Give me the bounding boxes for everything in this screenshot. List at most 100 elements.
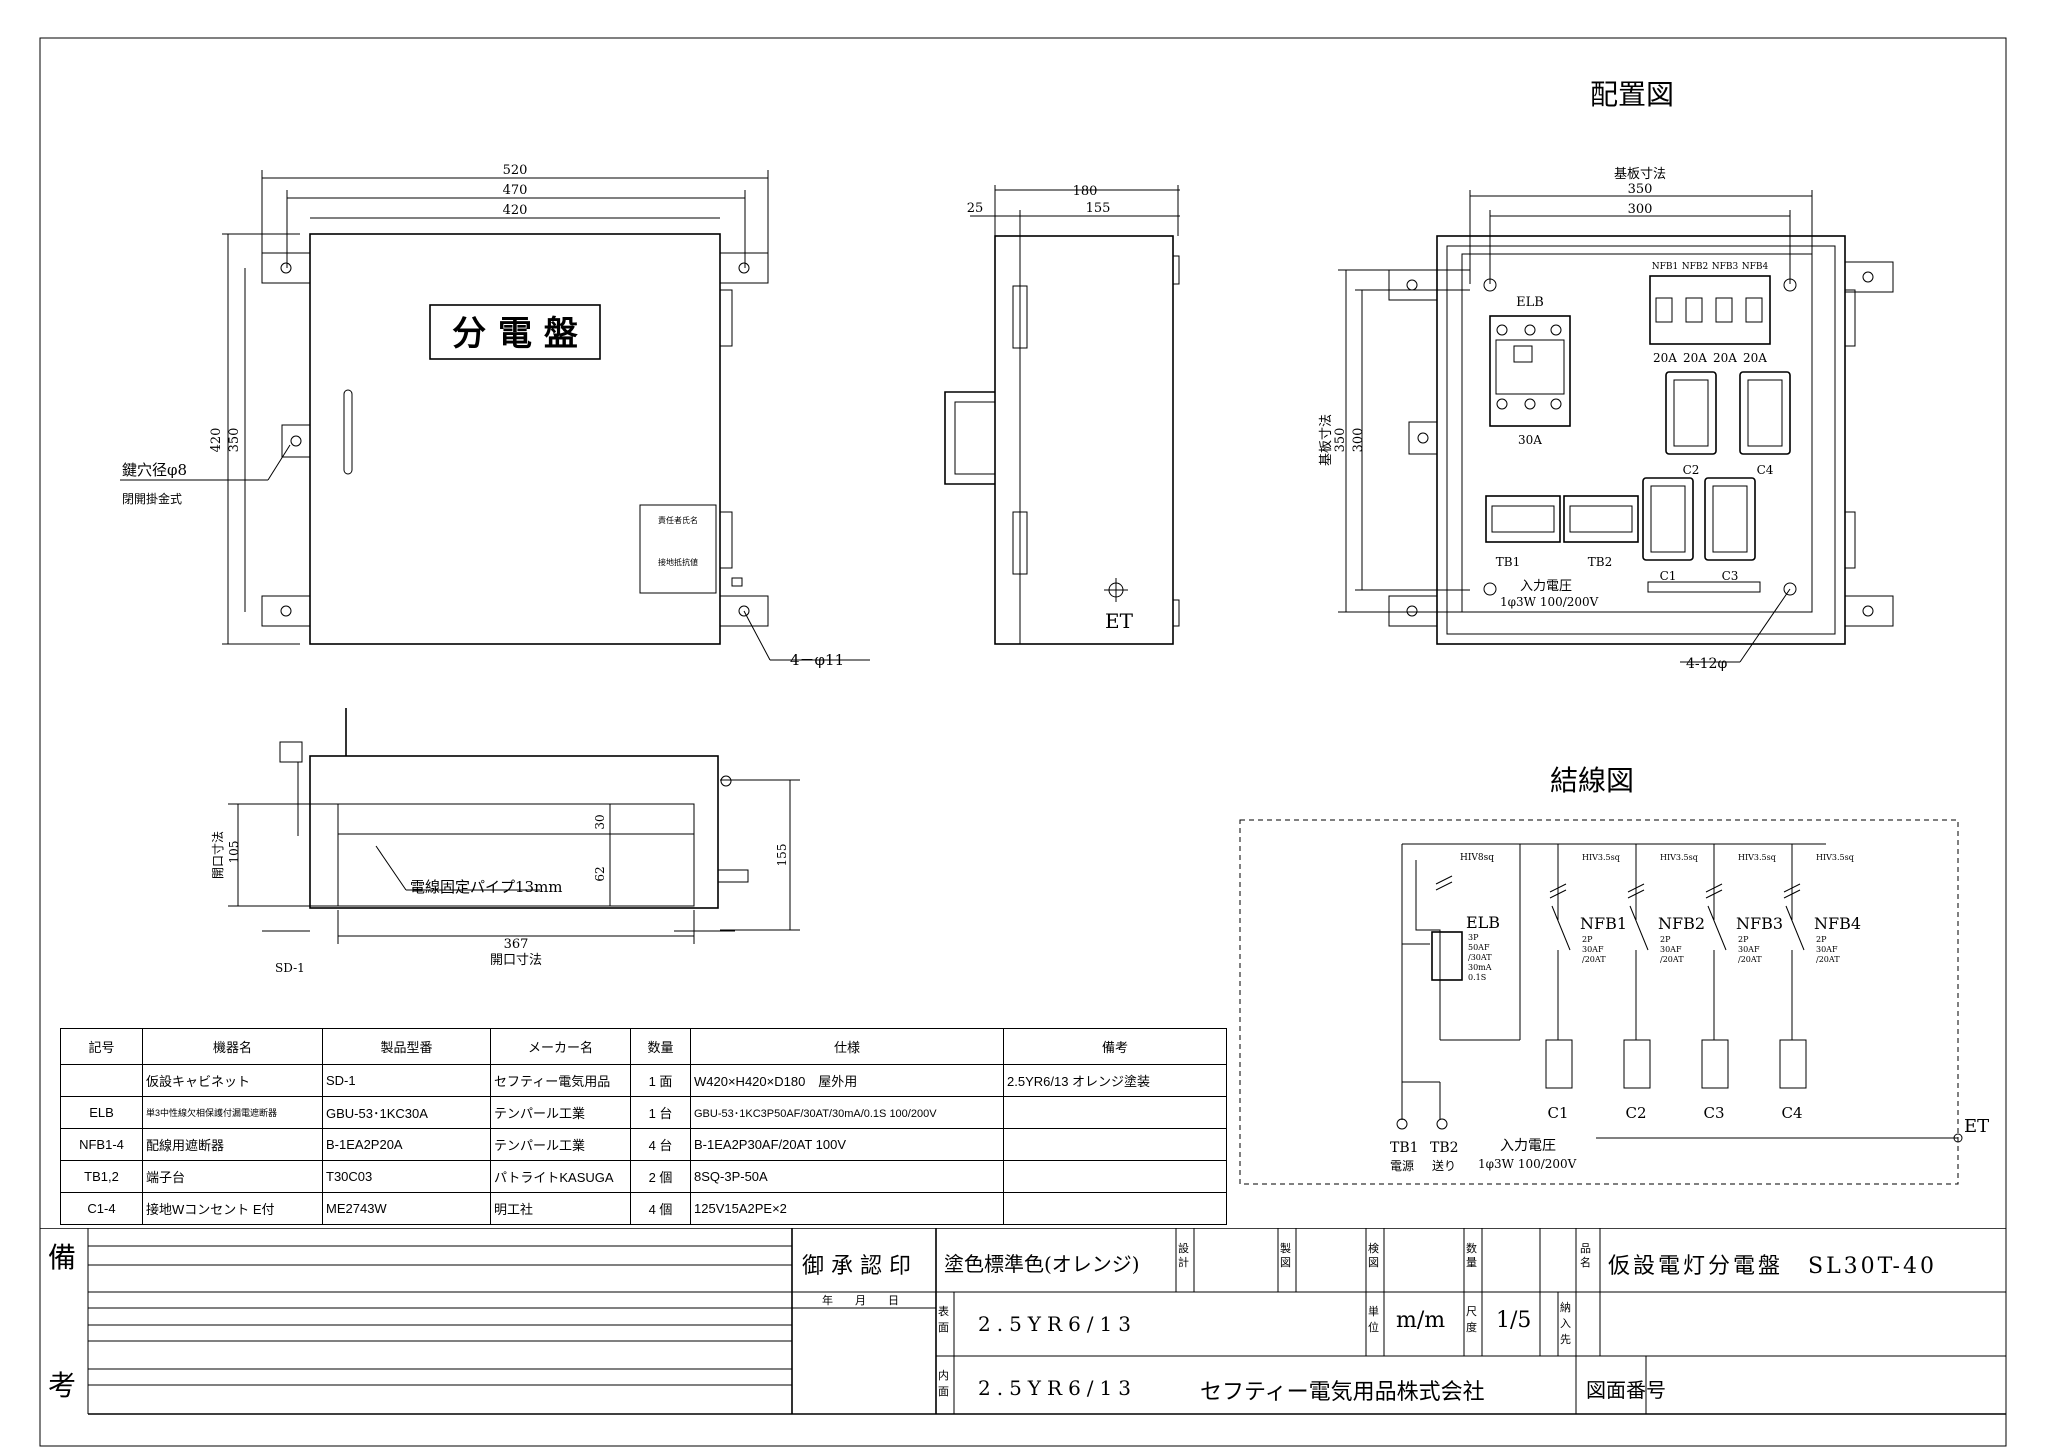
cell-remarks: 2.5YR6/13 オレンジ塗装 [1003, 1064, 1227, 1097]
title-block-grid [40, 1228, 2006, 1446]
bottom-dim-30: 30 [593, 814, 607, 829]
layout-dim-350: 350 [1628, 182, 1653, 197]
remarks-label-top: 備 [48, 1241, 77, 1274]
front-view: 520 470 420 420 350 分 電 盤 責任者氏名 接地抵 [120, 163, 870, 669]
layout-title: 配置図 [1590, 78, 1674, 111]
wiring-et-label: ET [1964, 1116, 1989, 1137]
side-dim-180: 180 [1073, 184, 1098, 199]
approval-stamp-label: 御 承 認 印 [802, 1254, 911, 1279]
side-et-label: ET [1105, 609, 1134, 633]
bottom-dim-155: 155 [775, 844, 789, 867]
layout-dim-350v: 350 [1333, 428, 1348, 453]
dim-420v: 420 [209, 428, 224, 453]
nfb-branch-3: NFB3 2P 30AF /20AT HIV3.5sq C3 [1701, 844, 1783, 1122]
wiring-tb2: TB2 [1430, 1140, 1459, 1156]
cell-device-name: 仮設キャビネット [142, 1064, 323, 1097]
surface-color: 2.5YR6/13 [978, 1312, 1137, 1336]
layout-tb1: TB1 [1496, 555, 1520, 569]
design-label: 設計 [1178, 1242, 1189, 1269]
cell-symbol: ELB [60, 1096, 143, 1129]
cell-device-name: 単3中性線欠相保護付漏電遮断器 [142, 1096, 323, 1129]
surface-label: 表面 [938, 1305, 949, 1334]
bottom-dim-62: 62 [593, 866, 607, 881]
company-name: セフティー電気用品株式会社 [1200, 1380, 1485, 1405]
board-dim-label: 基板寸法 [1614, 167, 1666, 182]
wiring-nfb-label-1: NFB1 [1580, 914, 1627, 933]
wiring-title: 結線図 [1550, 764, 1634, 797]
parts-table-header: 記号 機器名 製品型番 メーカー名 数量 仕様 備考 [60, 1028, 1227, 1065]
table-row: NFB1-4 配線用遮断器 B-1EA2P20A テンパール工業 4 台 B-1… [60, 1128, 1227, 1161]
layout-cabinet [1436, 235, 1846, 645]
header-spec: 仕様 [690, 1028, 1004, 1065]
wiring-nfb3-spec-3: /20AT [1738, 955, 1762, 964]
wiring-outlet-c1: C1 [1547, 1104, 1568, 1122]
wiring-nfb3-spec-2: 30AF [1738, 945, 1760, 954]
layout-nfb-rating-4: 20A [1743, 351, 1767, 365]
parts-table: 記号 機器名 製品型番 メーカー名 数量 仕様 備考 仮設キャビネット SD-1… [60, 1028, 1227, 1225]
header-maker: メーカー名 [490, 1028, 631, 1065]
wiring-nfb4-spec-2: 30AF [1816, 945, 1838, 954]
remarks-label-bottom: 考 [48, 1369, 77, 1402]
cell-model: B-1EA2P20A [322, 1128, 491, 1161]
keyhole-label: 鍵穴径φ8 [122, 461, 187, 479]
dim-470: 470 [503, 183, 528, 198]
header-model: 製品型番 [322, 1028, 491, 1065]
nfb-branch-4: NFB4 2P 30AF /20AT HIV3.5sq C4 [1779, 844, 1861, 1122]
cell-maker: テンパール工業 [490, 1128, 631, 1161]
layout-hole-label: 4-12φ [1686, 656, 1727, 672]
delivery-label: 納入先 [1560, 1301, 1571, 1346]
layout-nfb-label-1: NFB1 [1652, 262, 1678, 272]
wiring-nfb4-spec-3: /20AT [1816, 955, 1840, 964]
cell-remarks [1003, 1192, 1227, 1225]
wiring-nfb1-spec-2: 30AF [1582, 945, 1604, 954]
dim-350v: 350 [227, 428, 242, 453]
cell-symbol: TB1,2 [60, 1160, 143, 1193]
layout-dim-300: 300 [1628, 202, 1653, 217]
mount-hole-label: 4－φ11 [790, 651, 844, 669]
cell-model: T30C03 [322, 1160, 491, 1193]
cell-remarks [1003, 1160, 1227, 1193]
layout-outlet-c2: C2 [1683, 463, 1700, 477]
header-remarks: 備考 [1003, 1028, 1227, 1065]
wiring-nfb-label-3: NFB3 [1736, 914, 1783, 933]
wiring-nfb3-spec-1: 2P [1738, 935, 1749, 944]
wiring-nfb-label-4: NFB4 [1814, 914, 1861, 933]
paint-color-label: 塗色標準色(オレンジ) [944, 1252, 1140, 1276]
cabinet-side [994, 235, 1174, 645]
table-row: 仮設キャビネット SD-1 セフティー電気用品 1 面 W420×H420×D1… [60, 1064, 1227, 1097]
cell-qty: 4 台 [630, 1128, 691, 1161]
drafting-label: 製図 [1280, 1242, 1291, 1269]
cell-spec: 8SQ-3P-50A [690, 1160, 1004, 1193]
wiring-main-wire: HIV8sq [1460, 853, 1494, 863]
cell-maker: セフティー電気用品 [490, 1064, 631, 1097]
cell-spec: GBU-53･1KC3P50AF/30AT/30mA/0.1S 100/200V [690, 1096, 1004, 1129]
cell-qty: 1 面 [630, 1064, 691, 1097]
cell-device-name: 配線用遮断器 [142, 1128, 323, 1161]
layout-nfb-label-4: NFB4 [1742, 262, 1769, 272]
layout-nfb-rating-3: 20A [1713, 351, 1737, 365]
inner-color: 2.5YR6/13 [978, 1376, 1137, 1400]
cabinet-front [309, 233, 721, 645]
keyhole-sub: 閉開掛金式 [122, 491, 182, 506]
cell-symbol: C1-4 [60, 1192, 143, 1225]
cell-maker: 明工社 [490, 1192, 631, 1225]
wiring-outlet-c2: C2 [1625, 1104, 1646, 1122]
wiring-nfb-label-2: NFB2 [1658, 914, 1705, 933]
unit-value: m/m [1396, 1308, 1446, 1333]
inner-label: 内面 [938, 1369, 949, 1398]
cell-model: SD-1 [322, 1064, 491, 1097]
wiring-branch-wire-4: HIV3.5sq [1816, 853, 1854, 862]
side-dim-25: 25 [967, 201, 984, 216]
wiring-tb1: TB1 [1390, 1140, 1419, 1156]
cell-remarks [1003, 1128, 1227, 1161]
wiring-nfb2-spec-3: /20AT [1660, 955, 1684, 964]
wiring-tb2-sub: 送り [1432, 1158, 1456, 1173]
table-row: C1-4 接地Wコンセント E付 ME2743W 明工社 4 個 125V15A… [60, 1192, 1227, 1225]
bottom-dim-367: 367 [504, 937, 529, 952]
scale-label: 尺度 [1466, 1305, 1477, 1334]
side-dim-155: 155 [1086, 201, 1111, 216]
header-symbol: 記号 [60, 1028, 143, 1065]
cell-remarks [1003, 1096, 1227, 1129]
